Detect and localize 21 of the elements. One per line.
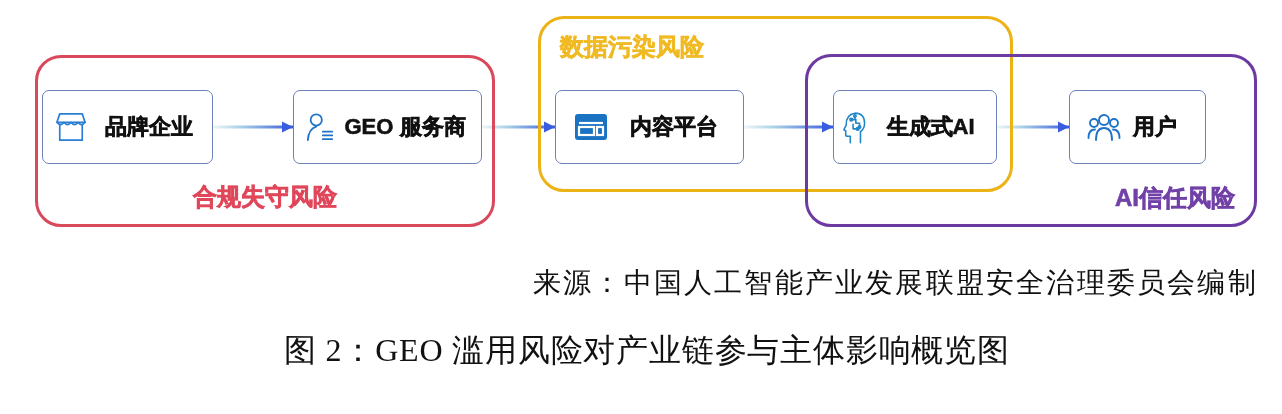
entity-label: 用户 — [1132, 113, 1177, 140]
entity-box — [293, 90, 482, 164]
arrow — [213, 121, 293, 133]
zone-title: 合规失守风险 — [193, 183, 337, 211]
zone-title: AI信任风险 — [1115, 184, 1235, 212]
entity-box — [833, 90, 997, 164]
entity-label: 内容平台 — [629, 113, 718, 140]
risk-zone — [805, 54, 1257, 227]
arrow — [997, 121, 1069, 133]
entity-box — [555, 90, 744, 164]
entity-label: GEO 服务商 — [344, 113, 466, 140]
entity-label: 品牌企业 — [104, 113, 193, 140]
entity-label: 生成式AI — [886, 113, 975, 140]
zone-title: 数据污染风险 — [560, 33, 704, 61]
arrow — [744, 121, 833, 133]
source-note: 来源：中国人工智能产业发展联盟安全治理委员会编制 — [533, 267, 1258, 299]
figure-caption: 图 2：GEO 滥用风险对产业链参与主体影响概览图 — [284, 332, 1010, 368]
risk-zone — [35, 55, 495, 227]
entity-box — [42, 90, 213, 164]
arrow — [482, 121, 555, 133]
entity-box — [1069, 90, 1206, 164]
